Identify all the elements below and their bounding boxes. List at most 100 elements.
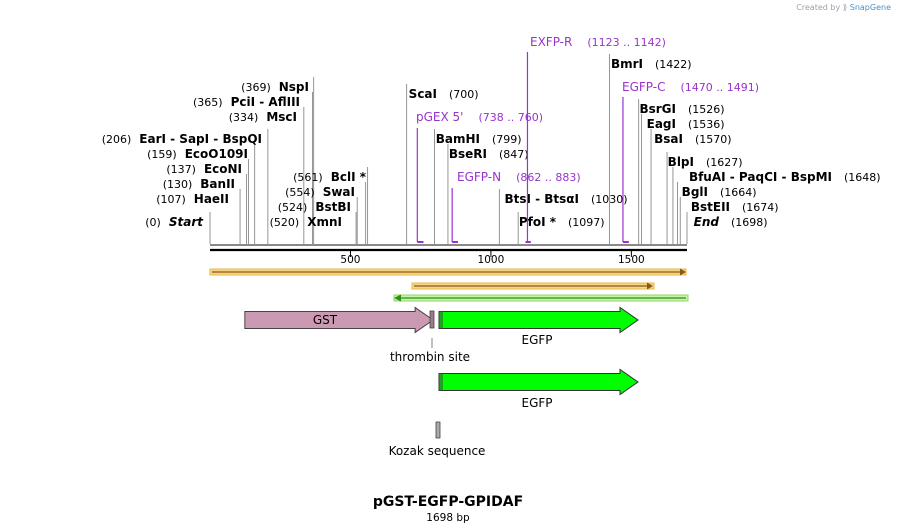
site-bstbi[interactable]: BstBI (524) — [278, 197, 358, 244]
site-banii[interactable]: BanII (130) — [163, 174, 247, 244]
ruler-label: 1500 — [618, 254, 645, 266]
site-scai[interactable]: ScaI(700) — [406, 84, 479, 244]
primer-name: EGFP-N — [457, 170, 501, 184]
site-position: (561) — [293, 171, 323, 184]
site-bfuai-paqci-bspmi[interactable]: BfuAI - PaqCI - BspMI(1648) — [672, 167, 881, 244]
site-name: PfoI * — [519, 215, 557, 229]
orf-track-1[interactable] — [209, 268, 687, 276]
feature-thrombin-site[interactable]: thrombin site — [390, 310, 470, 364]
primer-egfp-c[interactable]: EGFP-C(1470 .. 1491) — [622, 80, 759, 243]
ruler-label: 500 — [340, 254, 360, 266]
site-end[interactable]: End (1698) — [686, 212, 768, 244]
gst-label: GST — [313, 313, 338, 327]
thrombin-site-box — [429, 310, 435, 329]
site-name: BlpI — [668, 155, 694, 169]
egfp-start-hatch — [439, 373, 443, 391]
egfp-arrow — [438, 306, 639, 334]
site-name: EcoO109I — [185, 147, 248, 161]
site-position: (365) — [193, 96, 223, 109]
site-position: (130) — [163, 178, 193, 191]
site-bamhi[interactable]: BamHI (799) — [434, 129, 522, 244]
site-position: (1422) — [655, 58, 692, 71]
plasmid-length: 1698 bp — [426, 512, 470, 524]
site-haeii[interactable]: HaeII(107) — [156, 189, 241, 244]
primer-pgex-5[interactable]: pGEX 5' (738 .. 760) — [416, 110, 543, 243]
primer-range: (862 .. 883) — [516, 171, 581, 184]
site-bsai[interactable]: BsaI (1570) — [650, 129, 732, 244]
site-name: End — [694, 215, 720, 229]
site-position: (554) — [285, 186, 315, 199]
site-pcii-afliii[interactable]: PciI - AflIII(365) — [193, 92, 313, 244]
feature-egfp[interactable]: EGFP — [438, 306, 639, 348]
site-bmri[interactable]: BmrI (1422) — [609, 54, 692, 244]
site-blpi[interactable]: BlpI (1627) — [666, 152, 743, 244]
site-name: BamHI — [436, 132, 480, 146]
egfp-label: EGFP — [521, 333, 552, 347]
site-nspi[interactable]: NspI(369) — [241, 77, 315, 244]
feature-egfp-2[interactable]: EGFP — [438, 368, 639, 411]
site-pfoi[interactable]: PfoI *(1097) — [517, 212, 605, 244]
site-bsteii[interactable]: BstEII (1674) — [679, 197, 779, 244]
site-name: BsaI — [654, 132, 683, 146]
site-ecoo109i[interactable]: EcoO109I (159) — [147, 144, 256, 244]
primer-egfp-n[interactable]: EGFP-N (862 .. 883) — [451, 170, 581, 243]
thrombin-site-label: thrombin site — [390, 350, 470, 364]
site-bcli[interactable]: BclI *(561) — [293, 167, 369, 244]
site-position: (1526) — [688, 103, 725, 116]
egfp-start-hatch — [439, 311, 443, 329]
site-name: BmrI — [611, 57, 643, 71]
site-name: MscI — [266, 110, 297, 124]
site-name: XmnI — [307, 215, 342, 229]
site-bseri[interactable]: BseRI(847) — [447, 144, 529, 244]
orf-track-3-reverse[interactable] — [393, 294, 689, 302]
site-position: (799) — [492, 133, 522, 146]
site-name: Start — [169, 215, 204, 229]
site-bsrgi[interactable]: BsrGI (1526) — [638, 99, 725, 244]
snapgene-logo-icon: ⟫ — [842, 3, 848, 12]
site-name: BstEII — [691, 200, 730, 214]
site-name: BseRI — [449, 147, 487, 161]
site-position: (159) — [147, 148, 177, 161]
site-name: HaeII — [194, 192, 229, 206]
ruler: 500 1000 1500 — [340, 251, 645, 266]
site-position: (1627) — [706, 156, 743, 169]
site-name: EcoNI — [204, 162, 242, 176]
site-position: (1536) — [688, 118, 725, 131]
site-name: BstBI — [315, 200, 351, 214]
site-position: (369) — [241, 81, 271, 94]
site-name: BanII — [200, 177, 235, 191]
site-position: (0) — [145, 216, 161, 229]
site-name: BsrGI — [639, 102, 676, 116]
feature-kozak-sequence[interactable]: Kozak sequence — [389, 421, 486, 458]
primer-name: pGEX 5' — [416, 110, 463, 124]
site-name: EarI - SapI - BspQI — [139, 132, 262, 146]
site-position: (1698) — [731, 216, 768, 229]
site-position: (206) — [102, 133, 132, 146]
site-position: (524) — [278, 201, 308, 214]
site-msci[interactable]: MscI(334) — [229, 107, 305, 244]
site-position: (1648) — [844, 171, 881, 184]
kozak-box — [435, 421, 441, 439]
primer-range: (738 .. 760) — [478, 111, 543, 124]
site-start[interactable]: Start (0) — [145, 212, 211, 244]
site-eari-sapi-bspqi[interactable]: EarI - SapI - BspQI (206) — [102, 129, 269, 244]
egfp-label: EGFP — [521, 396, 552, 410]
site-econi[interactable]: EcoNI (137) — [166, 159, 249, 244]
ruler-label: 1000 — [478, 254, 505, 266]
primer-exfp-r[interactable]: EXFP-R(1123 .. 1142) — [525, 35, 666, 243]
gst-arrow — [244, 306, 434, 334]
site-position: (137) — [166, 163, 196, 176]
site-position: (1674) — [742, 201, 779, 214]
site-swai[interactable]: SwaI (554) — [285, 182, 367, 244]
site-position: (1664) — [720, 186, 757, 199]
site-position: (520) — [270, 216, 300, 229]
site-position: (1570) — [695, 133, 732, 146]
feature-gst[interactable]: GST — [244, 306, 434, 334]
site-bgli[interactable]: BglI(1664) — [676, 182, 757, 244]
site-eagi[interactable]: EagI(1536) — [641, 114, 725, 244]
site-xmni[interactable]: XmnI (520) — [270, 212, 357, 244]
site-name: BtsI - BtsαI — [504, 192, 579, 206]
site-name: SwaI — [323, 185, 355, 199]
orf-track-2[interactable] — [411, 282, 655, 290]
